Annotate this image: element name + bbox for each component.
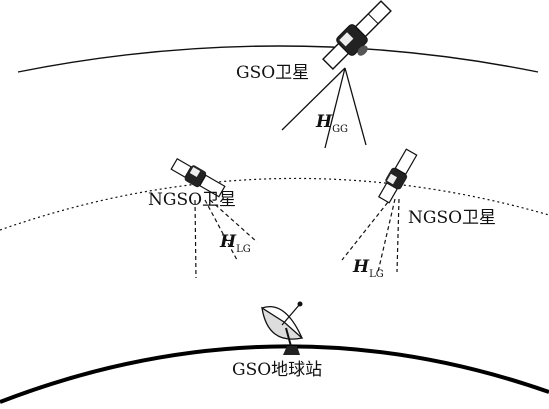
- h-lg-right-label: HLG: [352, 257, 384, 280]
- earth-surface-arc: [0, 344, 549, 404]
- h-gg-label: HGG: [315, 112, 348, 135]
- gso-satellite-beams: [281, 67, 367, 149]
- gso-earth-station-label: GSO地球站: [232, 360, 322, 380]
- ngso-right-label: NGSO卫星: [408, 208, 496, 228]
- earth-station-dish-icon: [261, 301, 304, 355]
- h-lg-left-label: HLG: [219, 232, 251, 255]
- gso-orbit-arc: [17, 45, 539, 73]
- ngso-left-satellite-icon: [170, 157, 226, 198]
- gso-satellite-icon: [322, 0, 392, 70]
- ngso-left-label: NGSO卫星: [148, 190, 236, 210]
- ngso-right-satellite-icon: [377, 148, 418, 204]
- gso-satellite-label: GSO卫星: [236, 63, 309, 83]
- ngso-left-beams: [194, 199, 258, 279]
- ngso-right-beams: [341, 196, 400, 273]
